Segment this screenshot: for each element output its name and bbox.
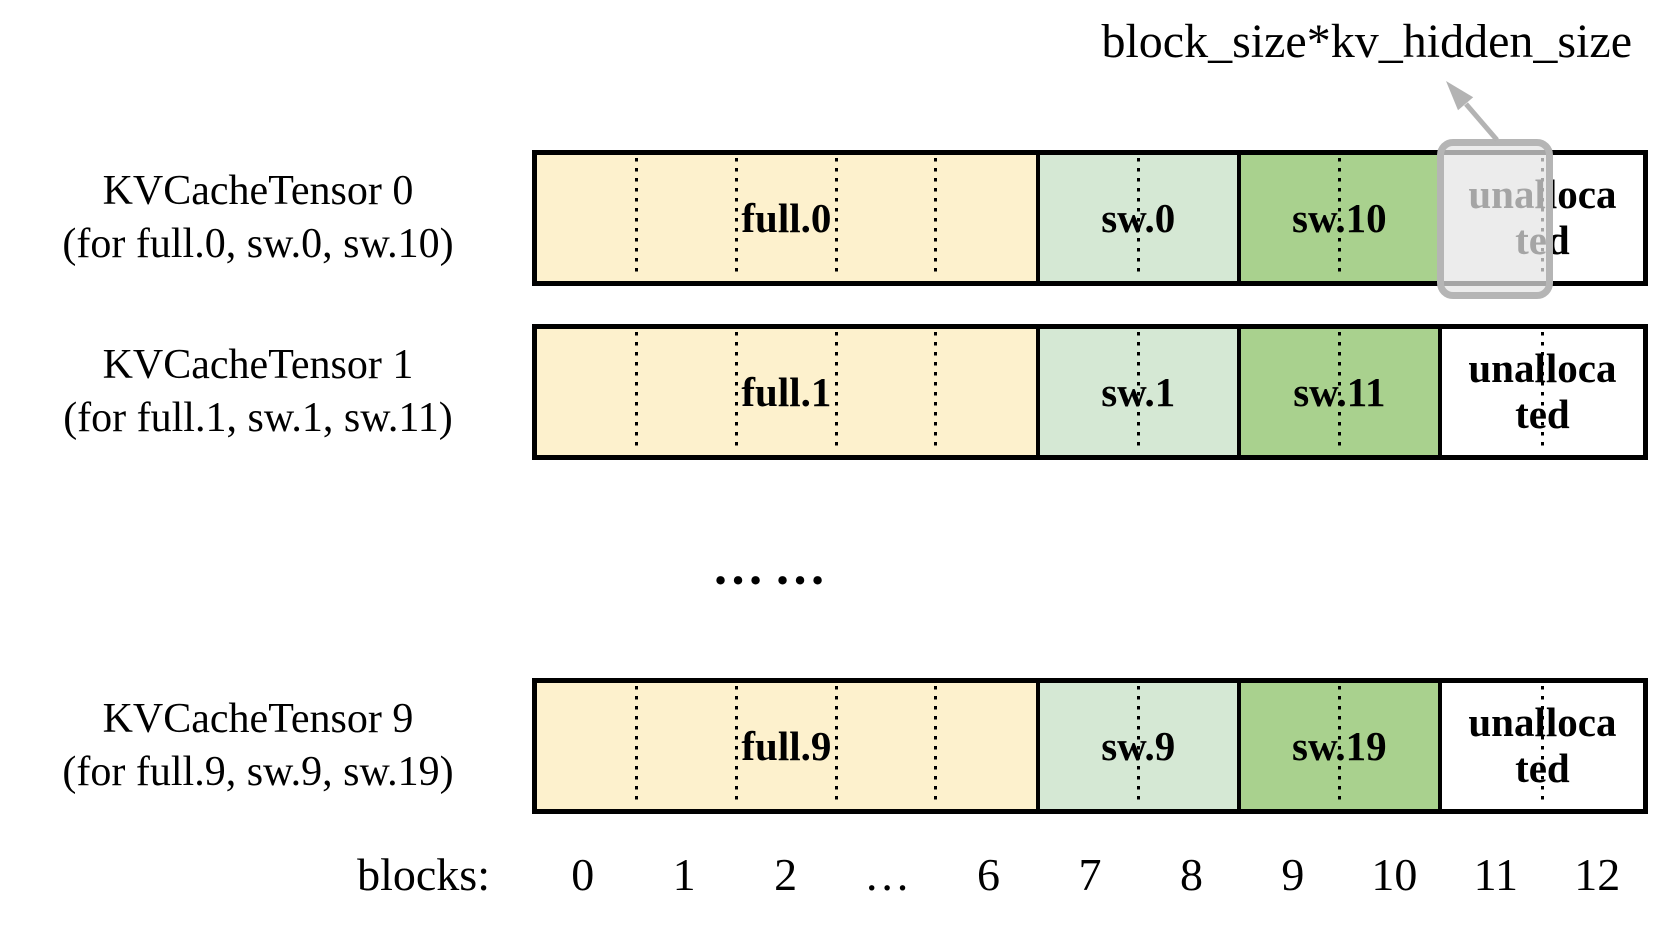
tensor-subtitle: (for full.1, sw.1, sw.11) [63,395,453,441]
axis-label: blocks: [357,849,490,900]
axis-tick: 6 [977,849,1001,900]
segment-label: full.0 [741,195,832,241]
segment-label: unallocated [1468,699,1617,791]
highlighted-block-overlay [1437,139,1553,299]
block-divider [1337,158,1341,278]
block-divider [934,332,938,452]
tensor-subtitle: (for full.0, sw.0, sw.10) [62,221,454,267]
axis-tick: 7 [1078,849,1102,900]
tensor-title: KVCacheTensor 9 [102,695,414,742]
tensor-row-label: KVCacheTensor 1 (for full.1, sw.1, sw.11… [12,324,504,460]
tensor-row-label: KVCacheTensor 9 (for full.9, sw.9, sw.19… [12,678,504,814]
axis-tick: 1 [672,849,696,900]
segment-label: sw.11 [1293,369,1386,415]
bar-segment: unallocated [1441,329,1643,455]
tensor-row-label: KVCacheTensor 0 (for full.0, sw.0, sw.10… [12,150,504,286]
bar-segment: sw.11 [1240,329,1442,455]
block-divider [635,332,639,452]
block-divider [834,332,838,452]
segment-label: sw.0 [1101,195,1176,241]
block-divider [834,686,838,806]
axis-tick: 2 [774,849,798,900]
block-divider [1337,332,1341,452]
block-divider [635,686,639,806]
block-divider [734,158,738,278]
axis-tick: 8 [1179,849,1203,900]
bar-segment: unallocated [1441,683,1643,809]
annotation-arrow-icon [1446,81,1499,142]
segment-label: sw.10 [1292,195,1387,241]
block-divider [934,158,938,278]
bar-segment: sw.1 [1039,329,1241,455]
bar-segment: sw.9 [1039,683,1241,809]
bar-segment: full.1 [537,329,1040,455]
rows-ellipsis: …… [712,539,836,596]
block-divider [834,158,838,278]
tensor-title: KVCacheTensor 0 [102,167,414,214]
bar-segment: sw.0 [1039,155,1241,281]
block-divider [1337,686,1341,806]
block-divider [934,686,938,806]
axis-tick: … [864,849,911,900]
segment-label: sw.1 [1101,369,1176,415]
tensor-title: KVCacheTensor 1 [102,341,414,388]
axis-tick: 10 [1371,849,1418,900]
tensor-row: KVCacheTensor 0 (for full.0, sw.0, sw.10… [0,150,1676,286]
segment-label: sw.19 [1292,723,1387,769]
annotation-label: block_size*kv_hidden_size [1101,15,1632,68]
block-divider [1540,332,1544,452]
segment-label: full.1 [741,369,832,415]
tensor-bar: full.1 sw.1 sw.11 unallocated [532,324,1648,460]
block-divider [734,332,738,452]
axis-tick: 12 [1574,849,1621,900]
bar-segment: sw.10 [1240,155,1442,281]
block-divider [1136,332,1140,452]
bar-segment: full.0 [537,155,1040,281]
bar-segment: full.9 [537,683,1040,809]
tensor-bar: full.9 sw.9 sw.19 unallocated [532,678,1648,814]
segment-label: sw.9 [1101,723,1176,769]
tensor-subtitle: (for full.9, sw.9, sw.19) [62,749,454,795]
segment-label: full.9 [741,723,832,769]
block-divider [1540,686,1544,806]
axis-tick: 11 [1473,849,1518,900]
axis-tick: 9 [1281,849,1305,900]
block-divider [734,686,738,806]
block-divider [635,158,639,278]
tensor-row: KVCacheTensor 9 (for full.9, sw.9, sw.19… [0,678,1676,814]
segment-label: unallocated [1468,345,1617,437]
block-divider [1136,686,1140,806]
axis-tick: 0 [571,849,595,900]
tensor-row: KVCacheTensor 1 (for full.1, sw.1, sw.11… [0,324,1676,460]
bar-segment: sw.19 [1240,683,1442,809]
block-divider [1136,158,1140,278]
